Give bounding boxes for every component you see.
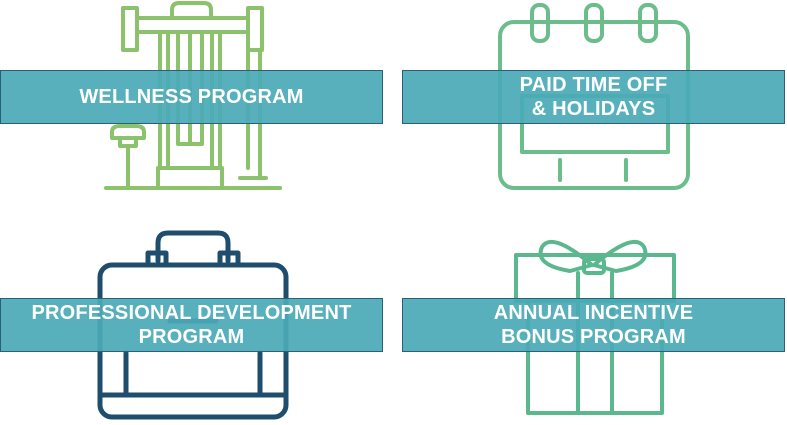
benefit-tile-annual-incentive: ANNUAL INCENTIVE BONUS PROGRAM (402, 225, 785, 425)
benefit-banner: ANNUAL INCENTIVE BONUS PROGRAM (402, 298, 785, 352)
benefit-tile-pto: PAID TIME OFF & HOLIDAYS (402, 0, 785, 200)
benefit-label: WELLNESS PROGRAM (79, 86, 304, 108)
benefit-banner: PAID TIME OFF & HOLIDAYS (402, 70, 785, 124)
benefit-label: ANNUAL INCENTIVE BONUS PROGRAM (493, 302, 694, 348)
benefit-label: PROFESSIONAL DEVELOPMENT PROGRAM (31, 302, 352, 348)
benefit-banner: WELLNESS PROGRAM (0, 70, 383, 124)
benefit-tile-wellness: WELLNESS PROGRAM (0, 0, 383, 200)
benefit-tile-professional-development: PROFESSIONAL DEVELOPMENT PROGRAM (0, 225, 383, 425)
benefit-banner: PROFESSIONAL DEVELOPMENT PROGRAM (0, 298, 383, 352)
benefit-label: PAID TIME OFF & HOLIDAYS (519, 74, 668, 120)
